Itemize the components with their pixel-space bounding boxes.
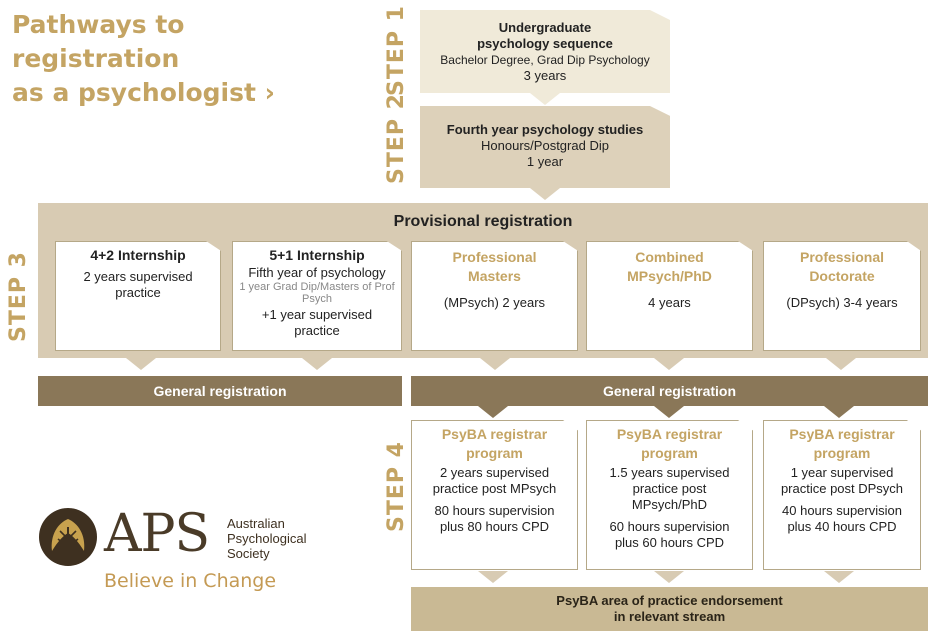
step-2-type: Honours/Postgrad Dip [481,138,609,153]
registrar-mpsych-body1: 2 years supervised practice post MPsych [432,465,557,496]
pathway-doctorate-head: Professional Doctorate [799,249,885,284]
endorsement-line-2: in relevant stream [613,609,726,624]
step-4-label: STEP 4 [384,441,409,532]
pathway-combined-body: 4 years [648,295,691,310]
pathway-masters-head: Professional Masters [452,249,537,284]
pathway-5plus1-body2: +1 year supervised practice [261,307,373,338]
title-line-1: Pathways to registration [12,10,185,73]
aps-org-name: Australian Psychological Society [227,516,307,561]
pathway-card-professional-doctorate: Professional Doctorate (DPsych) 3-4 year… [763,241,921,351]
title-line-2: as a psychologist › [12,78,275,107]
registrar-mpsych-head: PsyBA registrar program [441,426,548,461]
pathway-5plus1-small: 1 year Grad Dip/Masters of Prof Psych [239,281,395,305]
pathway-4plus2-head: 4+2 Internship [90,247,186,263]
pathway-combined-head: Combined MPsych/PhD [627,249,712,284]
arrows-step3-to-general [126,358,856,370]
provisional-registration-heading: Provisional registration [393,213,573,230]
pathway-doctorate-body: (DPsych) 3-4 years [786,295,898,310]
registrar-card-mpsych-phd: PsyBA registrar program 1.5 years superv… [586,420,753,570]
general-registration-right: General registration [411,376,928,406]
pathway-masters-body: (MPsych) 2 years [443,295,546,310]
registrar-dpsych-body1: 1 year supervised practice post DPsych [780,465,904,496]
aps-org-line-3: Society [227,546,270,561]
registrar-mpsych-body2: 80 hours supervision plus 80 hours CPD [434,503,555,534]
aps-org-line-1: Australian [227,516,285,531]
step-2-title: Fourth year psychology studies [446,122,644,137]
step-1-duration: 3 years [523,68,567,83]
pathway-5plus1-head: 5+1 Internship [269,247,365,263]
pathway-4plus2-body: 2 years supervised practice [83,269,193,300]
aps-logo-icon [39,508,97,566]
step-1-title-2: psychology sequence [477,36,613,51]
aps-wordmark: APS [104,504,210,564]
arrows-registrar-to-endorsement [478,571,854,583]
step-3-label: STEP 3 [6,251,31,342]
step-1-box: Undergraduate psychology sequence Bachel… [420,10,670,93]
aps-org-line-2: Psychological [227,531,307,546]
endorsement-bar: PsyBA area of practice endorsement in re… [411,587,928,631]
pathway-card-combined-mpsych-phd: Combined MPsych/PhD 4 years [586,241,753,351]
endorsement-line-1: PsyBA area of practice endorsement [556,593,783,608]
pathway-card-professional-masters: Professional Masters (MPsych) 2 years [411,241,578,351]
pathway-card-4plus2: 4+2 Internship 2 years supervised practi… [55,241,221,351]
step-2-duration: 1 year [526,154,564,169]
pathway-5plus1-body1: Fifth year of psychology [248,265,386,280]
arrow-step2-to-step3 [530,188,560,200]
pathway-card-5plus1: 5+1 Internship Fifth year of psychology … [232,241,402,351]
step-2-box: Fourth year psychology studies Honours/P… [420,106,670,188]
step-1-title-1: Undergraduate [498,20,592,35]
registrar-phd-body2: 60 hours supervision plus 60 hours CPD [609,519,730,550]
registrar-phd-body1: 1.5 years supervised practice post MPsyc… [609,465,730,512]
step-1-label: STEP 1 [384,5,409,96]
arrows-general-to-registrar [478,406,854,418]
registrar-card-dpsych: PsyBA registrar program 1 year supervise… [763,420,921,570]
step-1-degree: Bachelor Degree, Grad Dip Psychology [440,53,650,67]
step-2-label: STEP 2 [384,93,409,184]
registrar-card-mpsych: PsyBA registrar program 2 years supervis… [411,420,578,570]
arrow-step1-to-step2 [530,93,560,105]
aps-tagline: Believe in Change [104,570,277,592]
general-registration-left: General registration [38,376,402,406]
page-title: Pathways to registration as a psychologi… [12,8,352,110]
registrar-dpsych-body2: 40 hours supervision plus 40 hours CPD [782,503,902,534]
registrar-dpsych-head: PsyBA registrar program [789,426,895,461]
registrar-phd-head: PsyBA registrar program [616,426,723,461]
